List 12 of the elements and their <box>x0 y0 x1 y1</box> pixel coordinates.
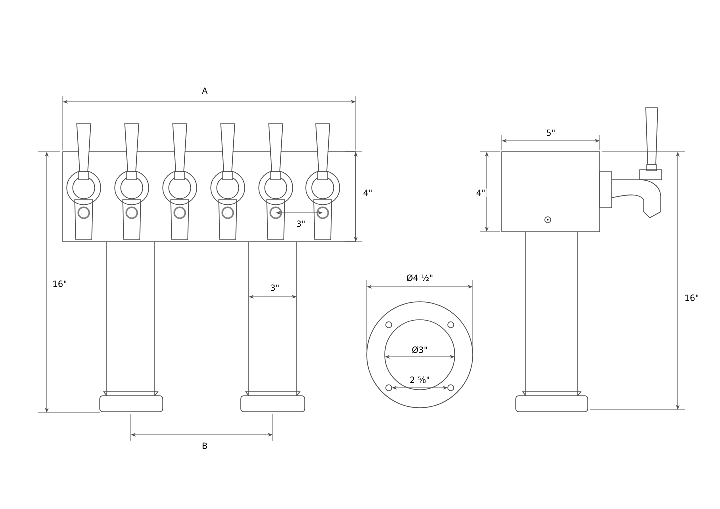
dimension-label: 3" <box>269 284 281 292</box>
dimension-label: 16" <box>51 280 69 288</box>
dimension-label: 4" <box>362 188 374 198</box>
dimension-label: 5" <box>545 128 557 138</box>
dimension-label: 2 ⅝" <box>408 376 432 384</box>
dimension-label: 16" <box>683 294 701 302</box>
dimension-label: 3" <box>295 220 307 228</box>
dimension-label: B <box>200 442 210 450</box>
dimension-label: Ø3" <box>410 345 430 355</box>
dimension-label: A <box>200 86 210 96</box>
dimension-label: Ø4 ½" <box>405 273 435 283</box>
dimension-label: 4" <box>475 188 487 198</box>
